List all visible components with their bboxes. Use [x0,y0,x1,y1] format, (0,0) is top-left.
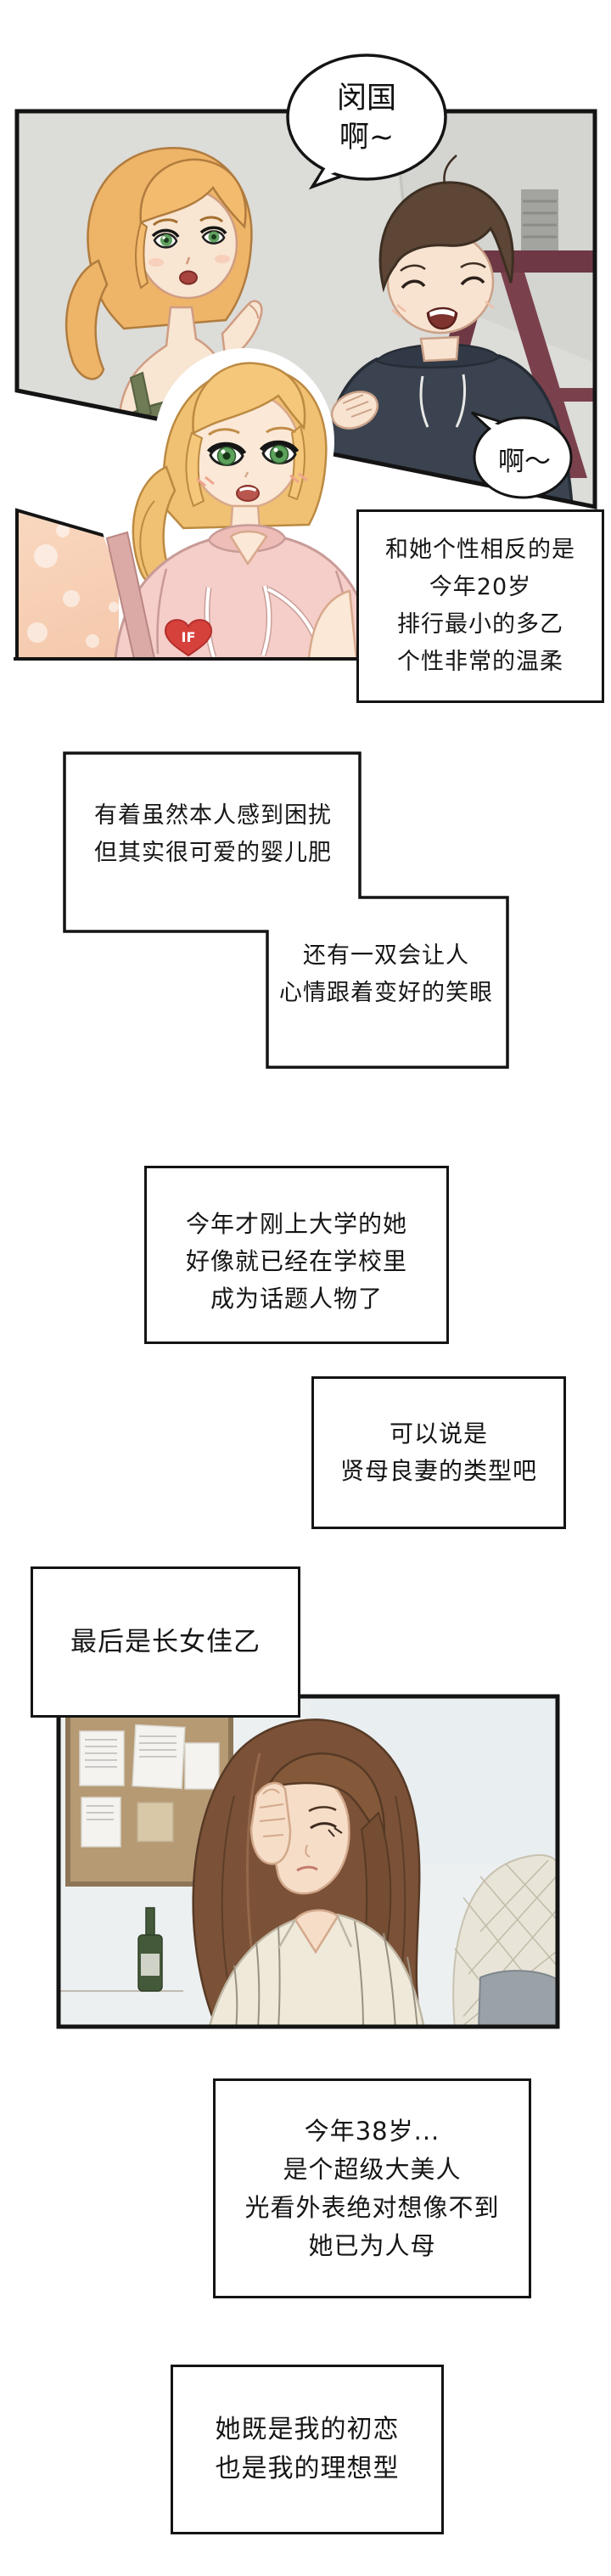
caption-box-6: 最后是长女佳乙 [31,1566,300,1718]
speech-bubble-1-text: 闵国 啊~ [336,81,396,155]
flower-pattern [27,524,119,648]
speech-bubble-1 [286,53,447,190]
speech-bubble-2-text: 啊～ [498,446,551,477]
caption-box-2-text: 有着虽然本人感到困扰 但其实很可爱的婴儿肥 [94,801,332,866]
caption-box-7-text: 今年38岁... 是个超级大美人 光看外表绝对想像不到 她已为人母 [244,2116,500,2260]
heart-letters: IF [182,629,196,645]
caption-box-3: 还有一双会让人 心情跟着变好的笑眼 [273,921,499,1027]
girl-face [185,362,308,509]
caption-box-8-text: 她既是我的初恋 也是我的理想型 [215,2415,400,2483]
caption-box-5-text: 可以说是 贤母良妻的类型吧 [339,1420,537,1485]
caption-box-1: 和她个性相反的是 今年20岁 排行最小的多乙 个性非常的温柔 [356,509,604,703]
hoodie-heart: IF [165,619,212,657]
caption-box-4-text: 今年才刚上大学的她 好像就已经在学校里 成为话题人物了 [185,1210,407,1313]
shoulder-strap [105,531,156,659]
photo-woman-figure [192,1718,425,2025]
photo-panel [56,1694,560,2029]
speech-bubble-2 [470,411,573,499]
caption-box-7: 今年38岁... 是个超级大美人 光看外表绝对想像不到 她已为人母 [213,2078,531,2298]
photo-woman-hand [249,1781,292,1865]
girl-arm [307,589,358,659]
caption-box-2-3-outline [63,751,509,1069]
wine-bottle [60,1907,183,1992]
photo-panel-border [56,1694,560,2029]
caption-box-1-text: 和她个性相反的是 今年20岁 排行最小的多乙 个性非常的温柔 [385,537,575,675]
panel-2-bottom-border [14,657,380,661]
caption-box-6-text: 最后是长女佳乙 [70,1627,261,1657]
girl-overlay-figure: IF [100,348,387,659]
caption-box-5: 可以说是 贤母良妻的类型吧 [311,1376,566,1529]
wicker-chair [452,1853,556,2025]
caption-box-2: 有着虽然本人感到困扰 但其实很可爱的婴儿肥 [73,777,353,891]
caption-box-4: 今年才刚上大学的她 好像就已经在学校里 成为话题人物了 [144,1166,449,1344]
caption-box-3-text: 还有一双会让人 心情跟着变好的笑眼 [279,942,493,1006]
caption-box-8: 她既是我的初恋 也是我的理想型 [171,2365,444,2534]
